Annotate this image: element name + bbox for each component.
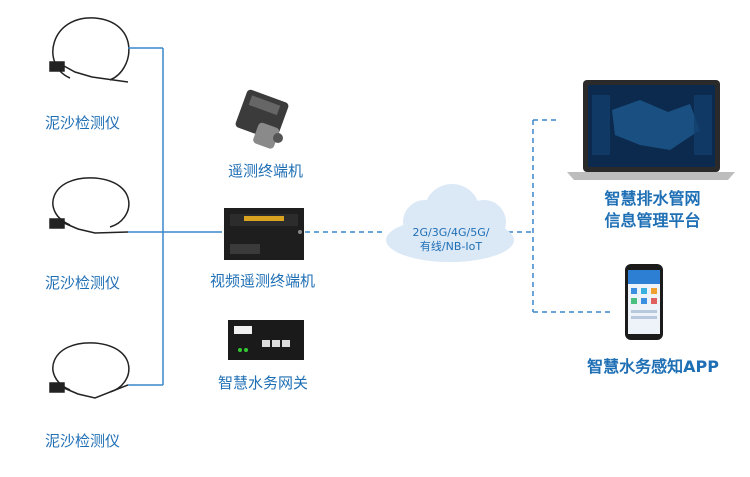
platform-label-line1: 智慧排水管网 [604,189,701,208]
sensor-label-3: 泥沙检测仪 [45,432,121,450]
laptop-icon [567,80,735,180]
sensor-probe-icon [49,342,130,399]
sensor-probe-icon [49,177,130,234]
gateway-label: 智慧水务网关 [218,374,309,392]
network-label-line2: 有线/NB-IoT [419,240,483,253]
platform-label: 智慧排水管网 信息管理平台 [585,188,720,232]
app-label: 智慧水务感知APP [587,357,719,376]
phone-icon [625,264,663,340]
video-terminal-label: 视频遥测终端机 [210,272,316,290]
platform-label-line2: 信息管理平台 [604,211,701,230]
gateway-icon [228,320,304,360]
sensor-bus-lines [128,47,222,386]
video-terminal-icon [224,208,304,260]
sensor-label-1: 泥沙检测仪 [45,114,121,132]
network-dashed-lines [305,119,612,313]
network-label-line1: 2G/3G/4G/5G/ [412,226,490,239]
telemetry-terminal-icon [235,89,289,149]
cloud-icon [386,184,514,262]
sensor-label-2: 泥沙检测仪 [45,274,121,292]
sensor-probe-icon [49,17,130,83]
network-label: 2G/3G/4G/5G/ 有线/NB-IoT [390,226,512,254]
telemetry-terminal-label: 遥测终端机 [228,162,304,180]
